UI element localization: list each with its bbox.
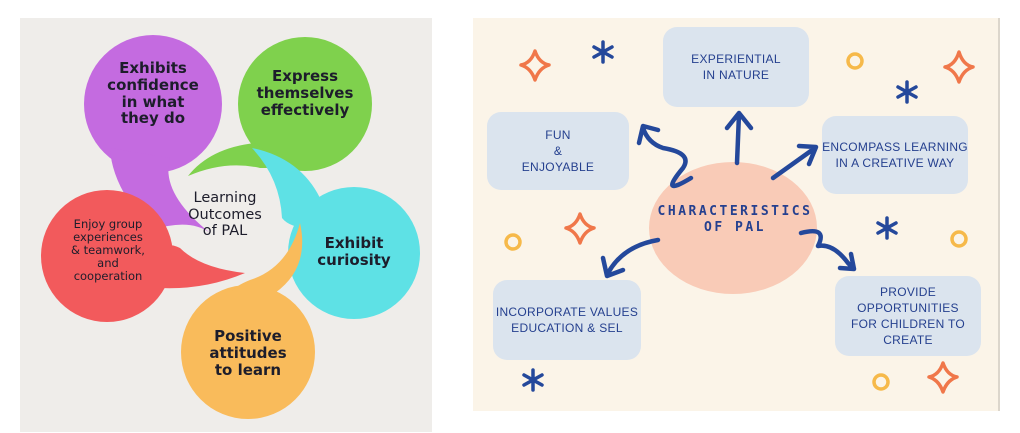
learning-outcomes-diagram: Exhibits confidence in what they do Expr…: [20, 18, 432, 432]
lobe-curiosity-text: Exhibit curiosity: [317, 234, 391, 269]
lobe-confidence-text: Exhibits confidence in what they do: [107, 59, 199, 128]
ring-icon: [950, 230, 968, 248]
ring-decorations: [504, 52, 968, 391]
ring-icon: [872, 373, 890, 391]
ring-icon: [504, 233, 522, 251]
star-icon: [927, 361, 959, 394]
lobe-attitudes-text: Positive attitudes to learn: [209, 327, 287, 379]
arrow-lower-right-icon: [798, 228, 857, 272]
characteristics-title: CHARACTERISTICS OF PAL: [657, 204, 813, 236]
card-values: INCORPORATE VALUES EDUCATION & SEL: [493, 280, 641, 360]
card-creative: ENCOMPASS LEARNING IN A CREATIVE WAY: [822, 116, 968, 194]
lobe-group-text: Enjoy group experiences & teamwork, and …: [71, 217, 145, 283]
pinwheel-shapes: [41, 35, 420, 419]
star-icon: [564, 212, 596, 245]
card-experiential: EXPERIENTIAL IN NATURE: [663, 27, 809, 107]
ring-icon: [846, 52, 864, 70]
connector-arrows: [600, 110, 857, 279]
characteristics-diagram: EXPERIENTIAL IN NATURE FUN & ENJOYABLE E…: [473, 18, 1000, 411]
arrow-lower-left-icon: [600, 237, 661, 279]
asterisk-icon: [522, 368, 544, 392]
center-title: Learning Outcomes of PAL: [188, 190, 262, 240]
asterisk-icon: [896, 80, 918, 104]
card-opportunities-text: PROVIDE OPPORTUNITIES FOR CHILDREN TO CR…: [850, 284, 966, 348]
star-decorations: [519, 49, 975, 394]
card-creative-text: ENCOMPASS LEARNING IN A CREATIVE WAY: [822, 139, 968, 170]
lobe-red-shape: [41, 190, 245, 322]
card-fun-text: FUN & ENJOYABLE: [521, 127, 595, 175]
card-fun: FUN & ENJOYABLE: [487, 112, 629, 190]
card-opportunities: PROVIDE OPPORTUNITIES FOR CHILDREN TO CR…: [835, 276, 981, 356]
star-icon: [943, 50, 975, 84]
card-experiential-text: EXPERIENTIAL IN NATURE: [691, 51, 781, 82]
characteristics-decor: [504, 40, 975, 394]
asterisk-icon: [592, 40, 614, 64]
arrow-upper-left-icon: [636, 123, 694, 189]
center-blob: [649, 162, 817, 294]
star-icon: [519, 49, 551, 82]
arrow-upper-right-icon: [770, 143, 819, 181]
lobe-express-text: Express themselves effectively: [256, 67, 354, 119]
lobe-cyan-shape: [252, 148, 420, 319]
asterisk-icon: [876, 216, 898, 240]
arrow-up-icon: [724, 110, 754, 166]
asterisk-decorations: [522, 40, 918, 392]
lobe-purple-shape: [84, 35, 222, 233]
card-values-text: INCORPORATE VALUES EDUCATION & SEL: [495, 304, 639, 335]
lobe-orange-shape: [181, 223, 315, 419]
